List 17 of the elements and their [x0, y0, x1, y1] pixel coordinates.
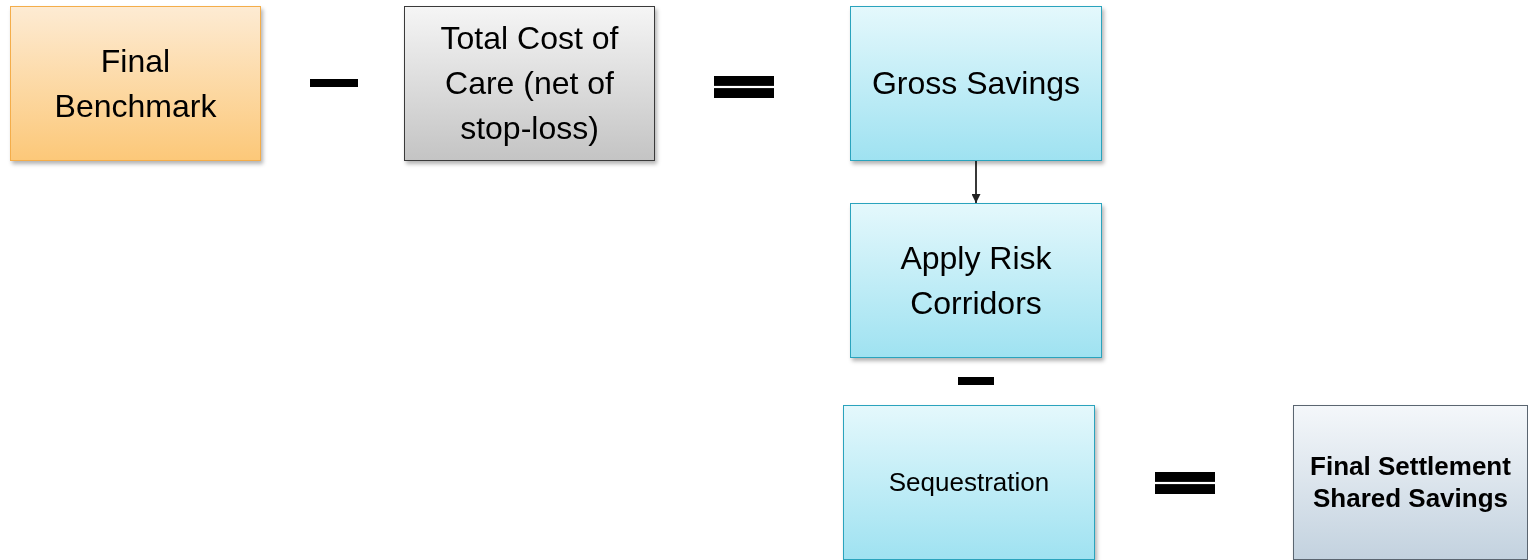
box-text: Final Settlement Shared Savings [1309, 451, 1512, 514]
box-text: Total Cost of Care (net of stop-loss) [439, 19, 620, 148]
minus-sign [310, 79, 358, 87]
minus-sign [958, 377, 994, 385]
process-box [404, 6, 655, 161]
arrow [971, 160, 981, 204]
box-text: Apply Risk Corridors [899, 238, 1053, 323]
equals-sign [1155, 472, 1215, 494]
process-box [850, 6, 1102, 161]
equals-sign [714, 76, 774, 98]
box-text: Sequestration [887, 466, 1051, 500]
box-text: Gross Savings [870, 64, 1082, 104]
process-box [843, 405, 1095, 560]
process-box [10, 6, 261, 161]
process-box [1293, 405, 1528, 560]
process-box [850, 203, 1102, 358]
box-text: Final Benchmark [53, 41, 218, 126]
